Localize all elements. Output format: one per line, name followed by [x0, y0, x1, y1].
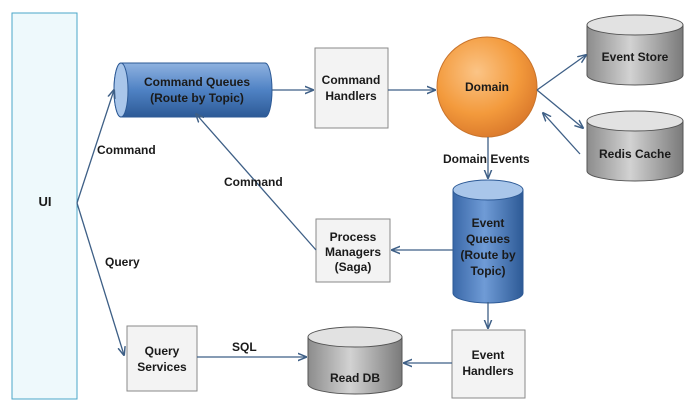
edge-label-command-saga: Command [224, 175, 283, 189]
edge-label-command-ui: Command [97, 143, 156, 157]
process-managers-node: Process Managers (Saga) [315, 218, 391, 283]
domain-node: Domain [436, 36, 538, 138]
event-queues-line-3: (Route by [460, 248, 516, 262]
event-handlers-line-1: Event [472, 348, 505, 362]
command-queues-line-1: Command Queues [144, 75, 250, 89]
ui-label: UI [39, 194, 52, 209]
domain-label: Domain [465, 80, 509, 94]
query-services-node: Query Services [126, 325, 198, 392]
event-store-node: Event Store [586, 14, 684, 86]
event-queues-line-4: Topic) [470, 264, 505, 278]
process-managers-line-1: Process [330, 230, 377, 244]
arrow-ui-to-query-services [76, 202, 124, 355]
event-store-label: Event Store [602, 50, 669, 64]
read-db-label: Read DB [330, 371, 380, 385]
query-services-line-2: Services [137, 360, 187, 374]
arrow-redis-cache-to-domain [543, 113, 581, 155]
process-managers-line-2: Managers [325, 245, 381, 259]
read-db-node: Read DB [307, 326, 403, 395]
event-queues-line-1: Event [472, 216, 505, 230]
event-handlers-node: Event Handlers [451, 329, 526, 399]
event-queues-node: Event Queues (Route by Topic) [452, 179, 524, 304]
event-handlers-line-2: Handlers [462, 364, 514, 378]
redis-cache-label: Redis Cache [599, 147, 671, 161]
process-managers-line-3: (Saga) [335, 260, 372, 274]
command-handlers-line-2: Handlers [325, 89, 377, 103]
edge-label-domain-events: Domain Events [443, 152, 530, 166]
connectors [76, 55, 586, 363]
command-queues-node: Command Queues (Route by Topic) [113, 62, 273, 118]
arrow-domain-to-event-store [536, 55, 586, 91]
query-services-line-1: Query [145, 344, 180, 358]
arrow-ui-to-command-queues [76, 90, 114, 204]
edge-label-sql: SQL [232, 340, 257, 354]
redis-cache-node: Redis Cache [586, 110, 684, 182]
command-handlers-node: Command Handlers [314, 47, 389, 129]
event-queues-line-2: Queues [466, 232, 510, 246]
command-handlers-line-1: Command [322, 73, 381, 87]
arrow-domain-to-redis-cache [536, 89, 583, 128]
ui-node: UI [11, 12, 78, 400]
command-queues-line-2: (Route by Topic) [150, 91, 244, 105]
arrow-process-managers-to-command-queues [196, 114, 317, 251]
edge-label-query-ui: Query [105, 255, 140, 269]
